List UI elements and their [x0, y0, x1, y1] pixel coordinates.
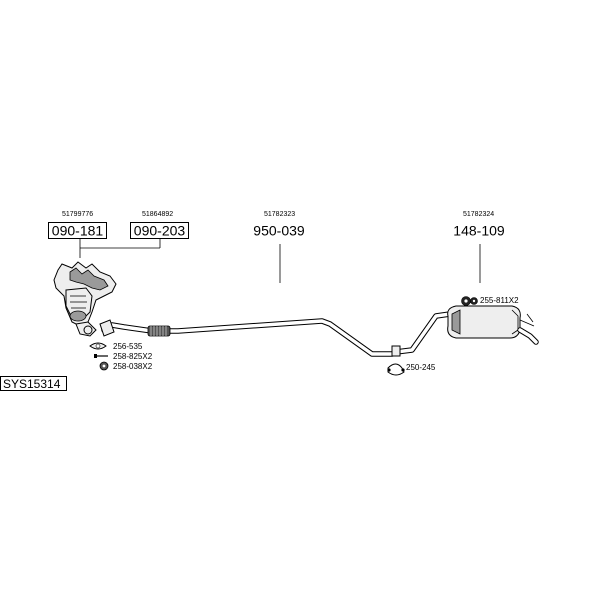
flex-pipe-icon[interactable] [99, 318, 395, 357]
oem-number: 51782324 [463, 211, 494, 218]
part-label-manifold-b[interactable]: 51864892 090-203 [130, 211, 189, 239]
fitting-code: 256-535 [113, 342, 143, 351]
fitting-code: 258-038X2 [113, 362, 153, 371]
rubber-mount-icon [461, 296, 478, 306]
part-label-manifold-a[interactable]: 51799776 090-181 [48, 211, 107, 239]
fitting-code: 255-811X2 [480, 296, 519, 305]
oem-number: 51799776 [62, 211, 93, 218]
part-number: 090-203 [134, 223, 186, 239]
bolt-fitting[interactable]: 258-825X2 [94, 352, 153, 361]
part-number-box [130, 222, 189, 239]
system-code: SYS15314 [3, 377, 61, 391]
clamp-fitting[interactable]: 250-245 [387, 363, 436, 376]
part-number: 950-039 [253, 223, 305, 239]
system-code-label: SYS15314 [0, 376, 67, 391]
part-number-box [48, 222, 107, 239]
oem-number: 51864892 [142, 211, 173, 218]
rubber-mount-fitting[interactable]: 255-811X2 [461, 296, 520, 306]
gasket-fitting[interactable]: 256-535 [89, 342, 143, 351]
part-label-mid-pipe[interactable]: 51782323 950-039 [253, 211, 305, 239]
part-label-rear-box[interactable]: 51782324 148-109 [453, 211, 505, 239]
part-number: 090-181 [52, 223, 104, 239]
nut-fitting[interactable]: 258-038X2 [99, 361, 153, 371]
clamp-icon [387, 363, 405, 376]
catalytic-manifold-icon[interactable] [53, 261, 117, 337]
rear-silencer-icon[interactable] [391, 305, 539, 357]
oem-number: 51782323 [264, 211, 295, 218]
fitting-code: 258-825X2 [113, 352, 153, 361]
fitting-code: 250-245 [406, 363, 436, 372]
part-number: 148-109 [453, 223, 505, 239]
leader-lines [79, 239, 481, 283]
